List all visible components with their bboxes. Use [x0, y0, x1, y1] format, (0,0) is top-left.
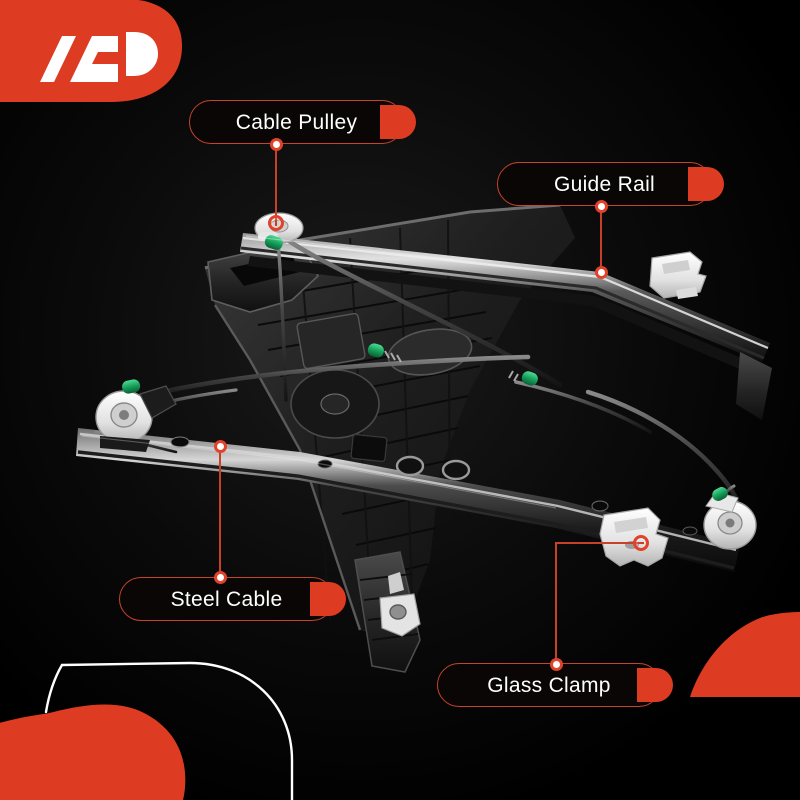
lead-dot-steel-cable-bottom	[213, 570, 227, 584]
label-text-glass-clamp: Glass Clamp	[487, 673, 611, 697]
lead-line-steel-cable	[219, 446, 221, 578]
label-pill-steel-cable[interactable]: Steel Cable	[119, 577, 346, 621]
mount-bracket-bottom	[379, 593, 421, 637]
brand-logo-badge[interactable]	[0, 0, 190, 120]
cable-end-connector-3	[122, 379, 141, 394]
lead-line-glass-clamp-horizontal	[556, 542, 644, 544]
cable-end-connector-6	[712, 487, 728, 501]
label-text-steel-cable: Steel Cable	[170, 587, 283, 611]
label-pill-cable-pulley[interactable]: Cable Pulley	[189, 100, 416, 144]
anchor-dot-steel-cable	[213, 439, 227, 453]
cable-pulley-lower-left	[95, 385, 177, 452]
anchor-dot-cable-pulley	[268, 215, 284, 231]
lead-line-guide-rail	[600, 206, 602, 274]
cable-end-connector-2	[367, 343, 402, 363]
lead-dot-guide-rail-top	[594, 199, 608, 213]
carrier-plate	[204, 203, 575, 673]
cable-end-connector-4	[508, 370, 538, 386]
cable-end-connector-group	[53, 58, 728, 501]
lead-dot-cable-pulley-top	[269, 137, 283, 151]
label-text-guide-rail: Guide Rail	[553, 172, 656, 196]
lead-dot-glass-clamp-bottom	[549, 657, 563, 671]
label-text-cable-pulley: Cable Pulley	[235, 110, 358, 134]
mount-bracket-right	[388, 572, 404, 594]
cable-pulley-lower-right	[703, 491, 757, 550]
glass-clamp-upper	[649, 251, 707, 299]
anchor-dot-guide-rail	[594, 265, 608, 279]
anchor-dot-glass-clamp	[633, 535, 649, 551]
lead-line-cable-pulley	[275, 144, 277, 226]
label-pill-guide-rail[interactable]: Guide Rail	[497, 162, 724, 206]
label-pill-glass-clamp[interactable]: Glass Clamp	[437, 663, 673, 707]
cable-end-connector-1	[264, 235, 283, 250]
lead-line-glass-clamp-vertical	[555, 542, 557, 664]
